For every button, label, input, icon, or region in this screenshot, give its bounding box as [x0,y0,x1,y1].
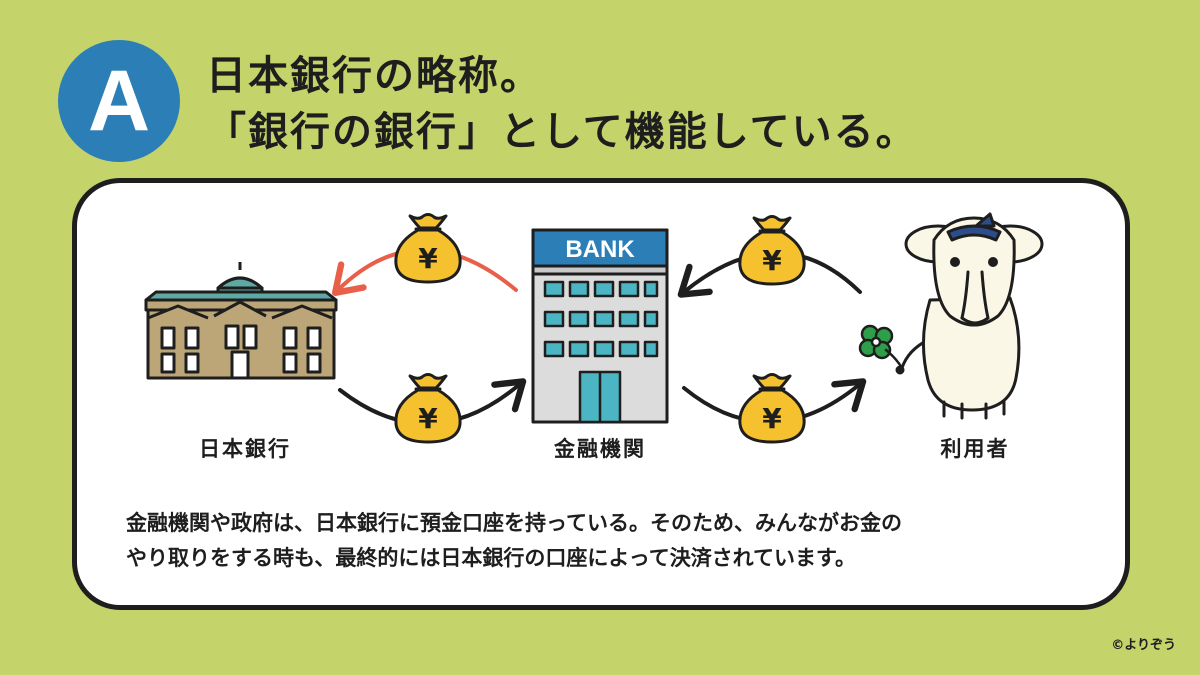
badge-letter: A [87,52,151,149]
title-line-1: 日本銀行の略称。 [206,53,542,99]
label-user: 利用者 [940,437,1010,461]
description-line-2: やり取りをする時も、最終的には日本銀行の口座によって決済されています。 [126,546,856,570]
label-central-bank: 日本銀行 [199,437,291,461]
answer-badge: A [58,40,180,162]
description-line-1: 金融機関や政府は、日本銀行に預金口座を持っている。そのため、みんながお金の [126,511,902,535]
label-financial-institution: 金融機関 [554,437,646,461]
page-title: 日本銀行の略称。 「銀行の銀行」として機能している。 [206,48,918,160]
title-line-2: 「銀行の銀行」として機能している。 [206,109,918,155]
description: 金融機関や政府は、日本銀行に預金口座を持っている。そのため、みんながお金の やり… [126,506,1086,576]
copyright: ©よりぞう [1111,638,1176,653]
